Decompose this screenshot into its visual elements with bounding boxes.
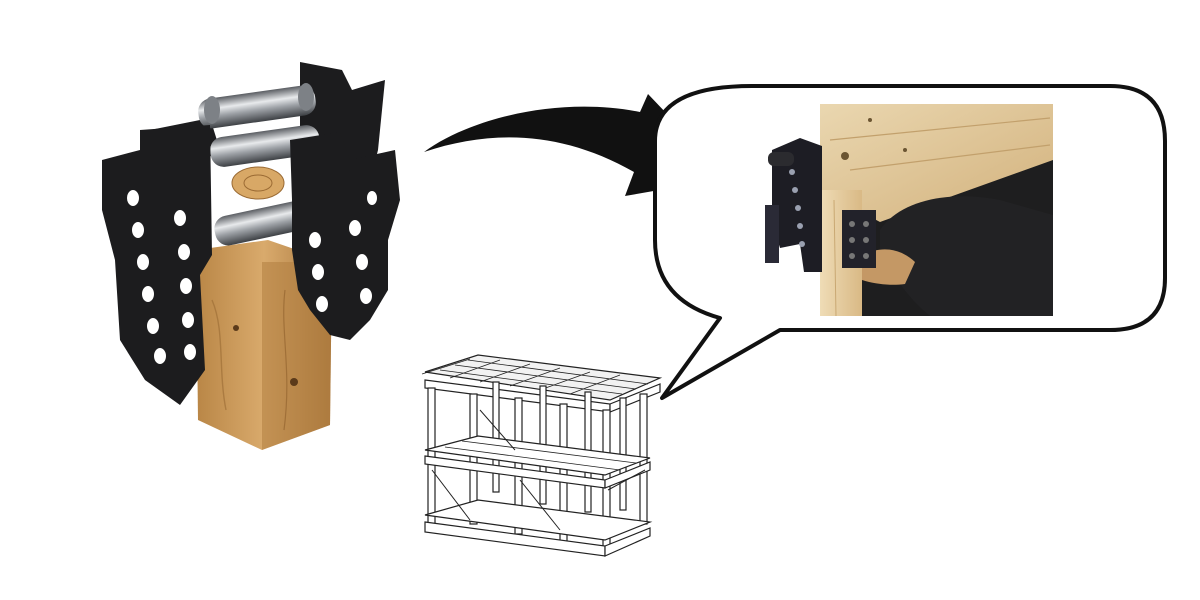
installed-connector-photo (820, 104, 1053, 316)
right-steel-plate (290, 132, 400, 340)
chrome-pins (198, 83, 320, 246)
curved-arrow (424, 94, 728, 196)
left-steel-plate (102, 125, 212, 405)
connector-product-illustration (102, 62, 400, 450)
side-bracket (765, 138, 822, 272)
callout-bubble (653, 84, 1167, 400)
installed-bracket (842, 210, 876, 268)
timber-frame-wireframe (421, 354, 663, 557)
